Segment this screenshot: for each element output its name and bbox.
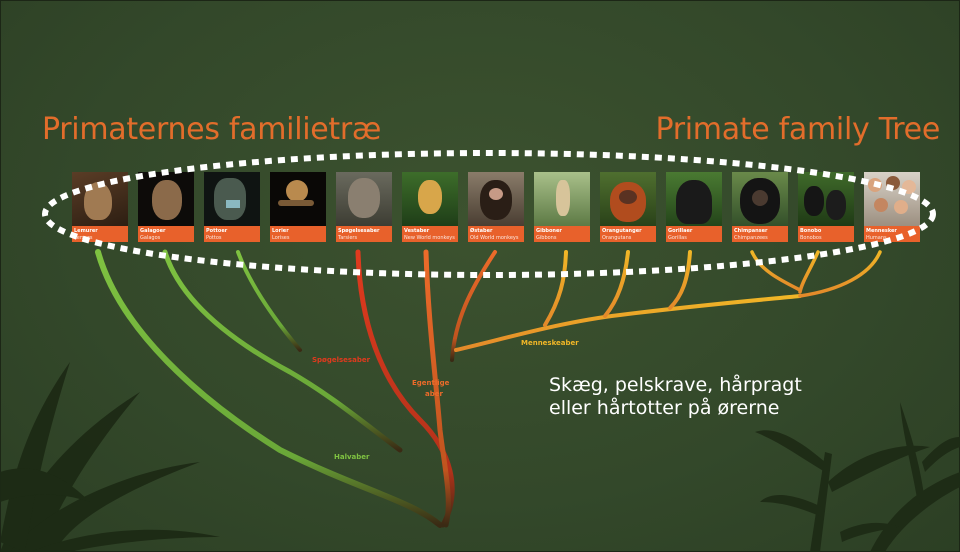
callout-line-1: Skæg, pelskrave, hårpragt — [549, 374, 802, 397]
callout-text: Skæg, pelskrave, hårpragt eller hårtotte… — [549, 374, 802, 420]
callout-line-2: eller hårtotter på ørerne — [549, 397, 802, 420]
